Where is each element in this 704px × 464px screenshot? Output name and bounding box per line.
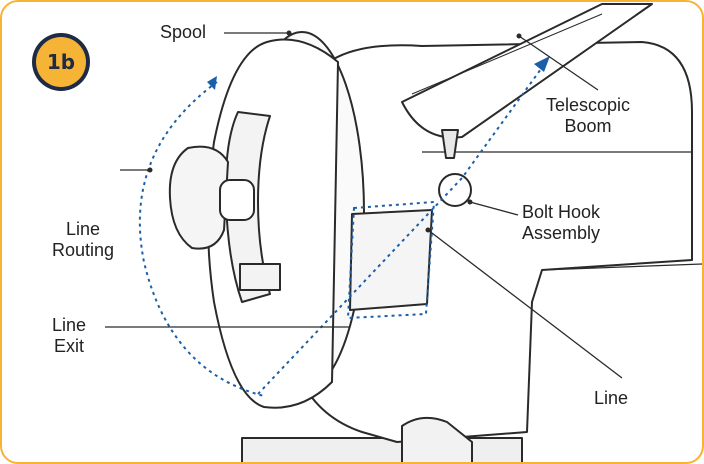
bolt-hook-leader — [469, 201, 519, 216]
line-leader — [427, 229, 623, 379]
boom-bolt — [441, 129, 459, 159]
line-arrowhead — [534, 56, 550, 72]
boom-leader-dot — [516, 33, 522, 39]
bolt-hook-leader-dot — [467, 199, 473, 205]
label-line: Line — [594, 388, 629, 408]
step-badge: 1b — [32, 33, 90, 91]
line-exit-window — [349, 209, 433, 311]
spool-leader-dot — [286, 30, 292, 36]
boom-leader — [518, 35, 599, 91]
spool-slot — [239, 263, 281, 291]
clamp-knob — [401, 416, 473, 462]
boom-inner-line — [411, 13, 603, 95]
line-path — [257, 61, 547, 395]
label-spool: Spool — [160, 22, 207, 42]
label-line-routing: Line Routing — [52, 219, 115, 260]
label-line-exit: Line Exit — [52, 315, 87, 356]
reel-base — [241, 437, 523, 462]
bolt-hook — [438, 173, 472, 207]
routing-leader-dot — [147, 167, 153, 173]
line-leader-dot — [425, 227, 431, 233]
step-badge-label: 1b — [36, 37, 86, 87]
housing-step — [541, 263, 702, 271]
label-bolt-hook-assembly: Bolt Hook Assembly — [522, 202, 601, 243]
handle-knob — [168, 145, 229, 250]
routing-arrowhead — [207, 76, 217, 90]
handle-shaft — [219, 179, 255, 221]
label-telescopic-boom: Telescopic Boom — [546, 95, 631, 136]
telescopic-boom — [401, 3, 653, 139]
